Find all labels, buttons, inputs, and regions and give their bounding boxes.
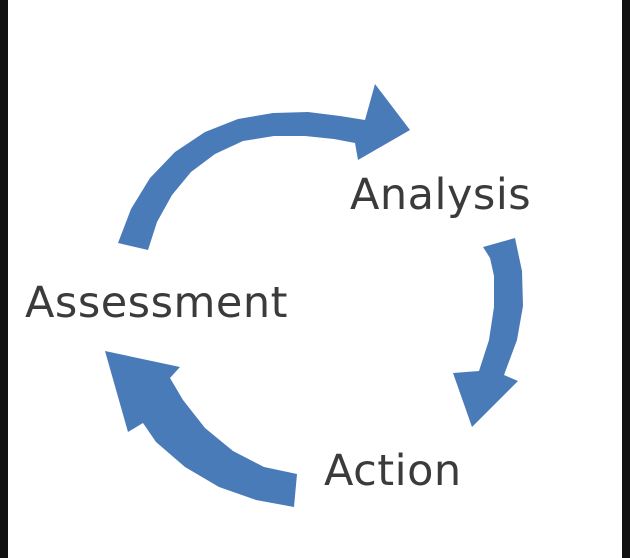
arrow-assessment-to-analysis — [118, 84, 410, 250]
right-edge-bar — [622, 0, 630, 558]
node-label-assessment: Assessment — [25, 278, 288, 328]
node-label-action: Action — [324, 446, 462, 496]
node-label-analysis: Analysis — [350, 170, 532, 220]
left-edge-bar — [0, 0, 8, 558]
arrow-analysis-to-action — [453, 238, 523, 427]
arrow-action-to-assessment — [105, 351, 297, 507]
